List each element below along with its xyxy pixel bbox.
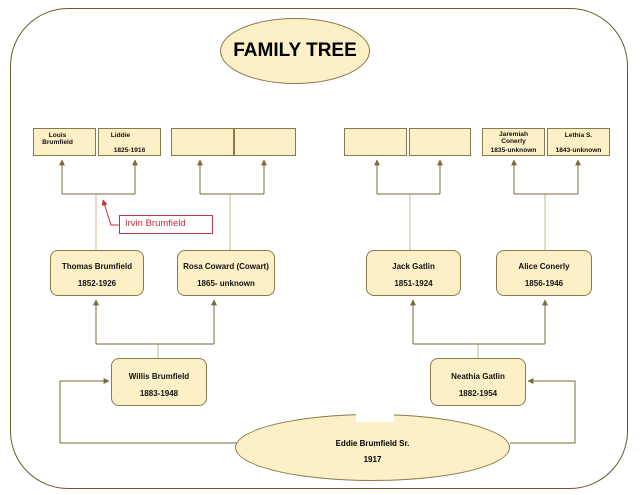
person-name: Neathia Gatlin [451, 372, 505, 381]
person-name: Thomas Brumfield [61, 262, 133, 271]
whiteout-patch [356, 412, 394, 422]
person-name: Liddie [110, 132, 131, 139]
person-name: Rosa Coward (Cowart) [183, 262, 269, 271]
person-rosa-coward: Rosa Coward (Cowart) 1865- unknown [177, 250, 275, 296]
person-rosa-mother-empty [234, 128, 296, 156]
person-name: Alice Conerly [518, 262, 570, 271]
person-years: 1851-1924 [394, 279, 433, 288]
page-title: FAMILY TREE [233, 40, 357, 61]
annotation-pointer [101, 199, 119, 226]
person-name: Jaremiah Conerly [499, 131, 528, 145]
person-years: 1917 [363, 455, 382, 464]
person-lethia-s: Lethia S. 1843-unknown [547, 128, 610, 156]
person-liddie: Liddie 1825-1916 [98, 128, 161, 156]
person-years: 1883-1948 [139, 389, 179, 398]
person-years: 1856-1946 [524, 279, 564, 288]
person-years: 1882-1954 [458, 389, 498, 398]
person-years: 1865- unknown [197, 279, 255, 288]
person-willis-brumfield: Willis Brumfield 1883-1948 [111, 358, 207, 406]
person-name: Jack Gatlin [392, 262, 435, 271]
person-years: 1835-unknown [490, 147, 537, 154]
person-jack-father-empty [344, 128, 407, 156]
link-root-to-willis [59, 378, 237, 444]
person-years: 1852-1926 [77, 279, 117, 288]
person-jaremiah-conerly: Jaremiah Conerly 1835-unknown [482, 128, 545, 156]
person-alice-conerly: Alice Conerly 1856-1946 [496, 250, 592, 296]
person-years: 1825-1916 [113, 147, 146, 154]
rounded-border-frame [10, 8, 628, 489]
person-name: Louis Brumfield [42, 132, 73, 146]
person-louis-brumfield: Louis Brumfield [33, 128, 96, 156]
title-ellipse: FAMILY TREE [220, 18, 370, 84]
person-jack-gatlin: Jack Gatlin 1851-1924 [366, 250, 461, 296]
person-thomas-brumfield: Thomas Brumfield 1852-1926 [50, 250, 144, 296]
person-neathia-gatlin: Neathia Gatlin 1882-1954 [430, 358, 526, 406]
link-root-to-neathia [510, 378, 576, 444]
person-rosa-father-empty [171, 128, 234, 156]
person-jack-mother-empty [409, 128, 471, 156]
person-eddie-brumfield-sr: Eddie Brumfield Sr. 1917 [235, 412, 510, 481]
person-name: Eddie Brumfield Sr. [335, 439, 410, 448]
person-name: Lethia S. [564, 132, 593, 139]
person-name: Willis Brumfield [128, 372, 190, 381]
annotation-irvin-brumfield: Irvin Brumfield [119, 215, 213, 234]
person-years: 1843-unknown [555, 147, 602, 154]
